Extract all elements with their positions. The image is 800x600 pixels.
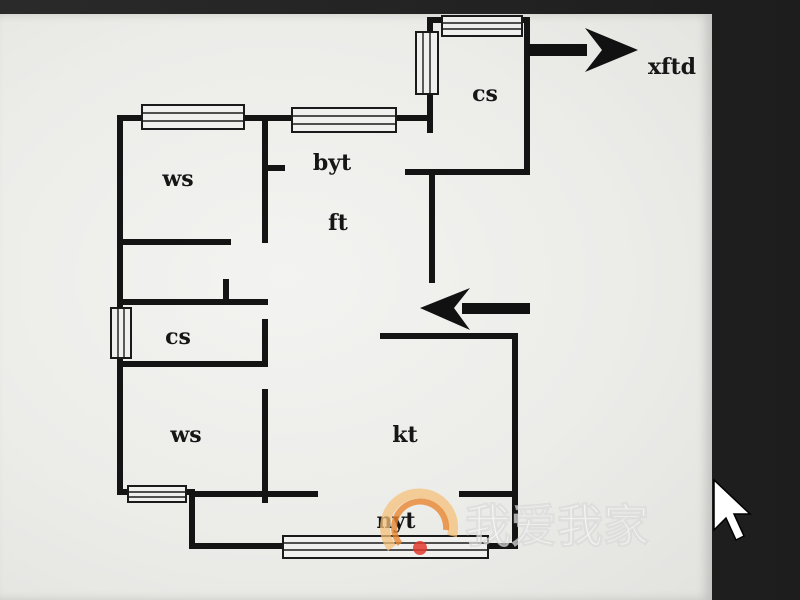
window-ws-top: [141, 104, 245, 130]
window-ws-bottom: [127, 485, 187, 503]
window-cs-top-horizontal: [441, 15, 523, 37]
window-cs-left: [110, 307, 132, 359]
walls: [117, 17, 530, 549]
window-cs-top-vertical: [415, 31, 439, 95]
room-label-cs-left: cs: [165, 324, 191, 350]
entrance-arrow-left: [420, 288, 530, 330]
room-label-ft: ft: [328, 210, 348, 236]
window-byt: [291, 107, 397, 133]
room-label-byt: byt: [313, 150, 352, 176]
room-label-ws-top: ws: [161, 166, 193, 192]
watermark-logo: [380, 488, 459, 555]
room-label-cs-top: cs: [472, 81, 498, 107]
mouse-cursor-icon: [713, 478, 752, 542]
room-label-kt: kt: [392, 422, 418, 448]
windows: [110, 15, 523, 559]
room-label-ws-bottom: ws: [169, 422, 201, 448]
watermark-text: 我爱我家: [465, 499, 649, 553]
direction-label: xftd: [648, 54, 696, 80]
direction-arrow-right: [527, 28, 638, 72]
watermark: 我爱我家: [380, 488, 649, 555]
